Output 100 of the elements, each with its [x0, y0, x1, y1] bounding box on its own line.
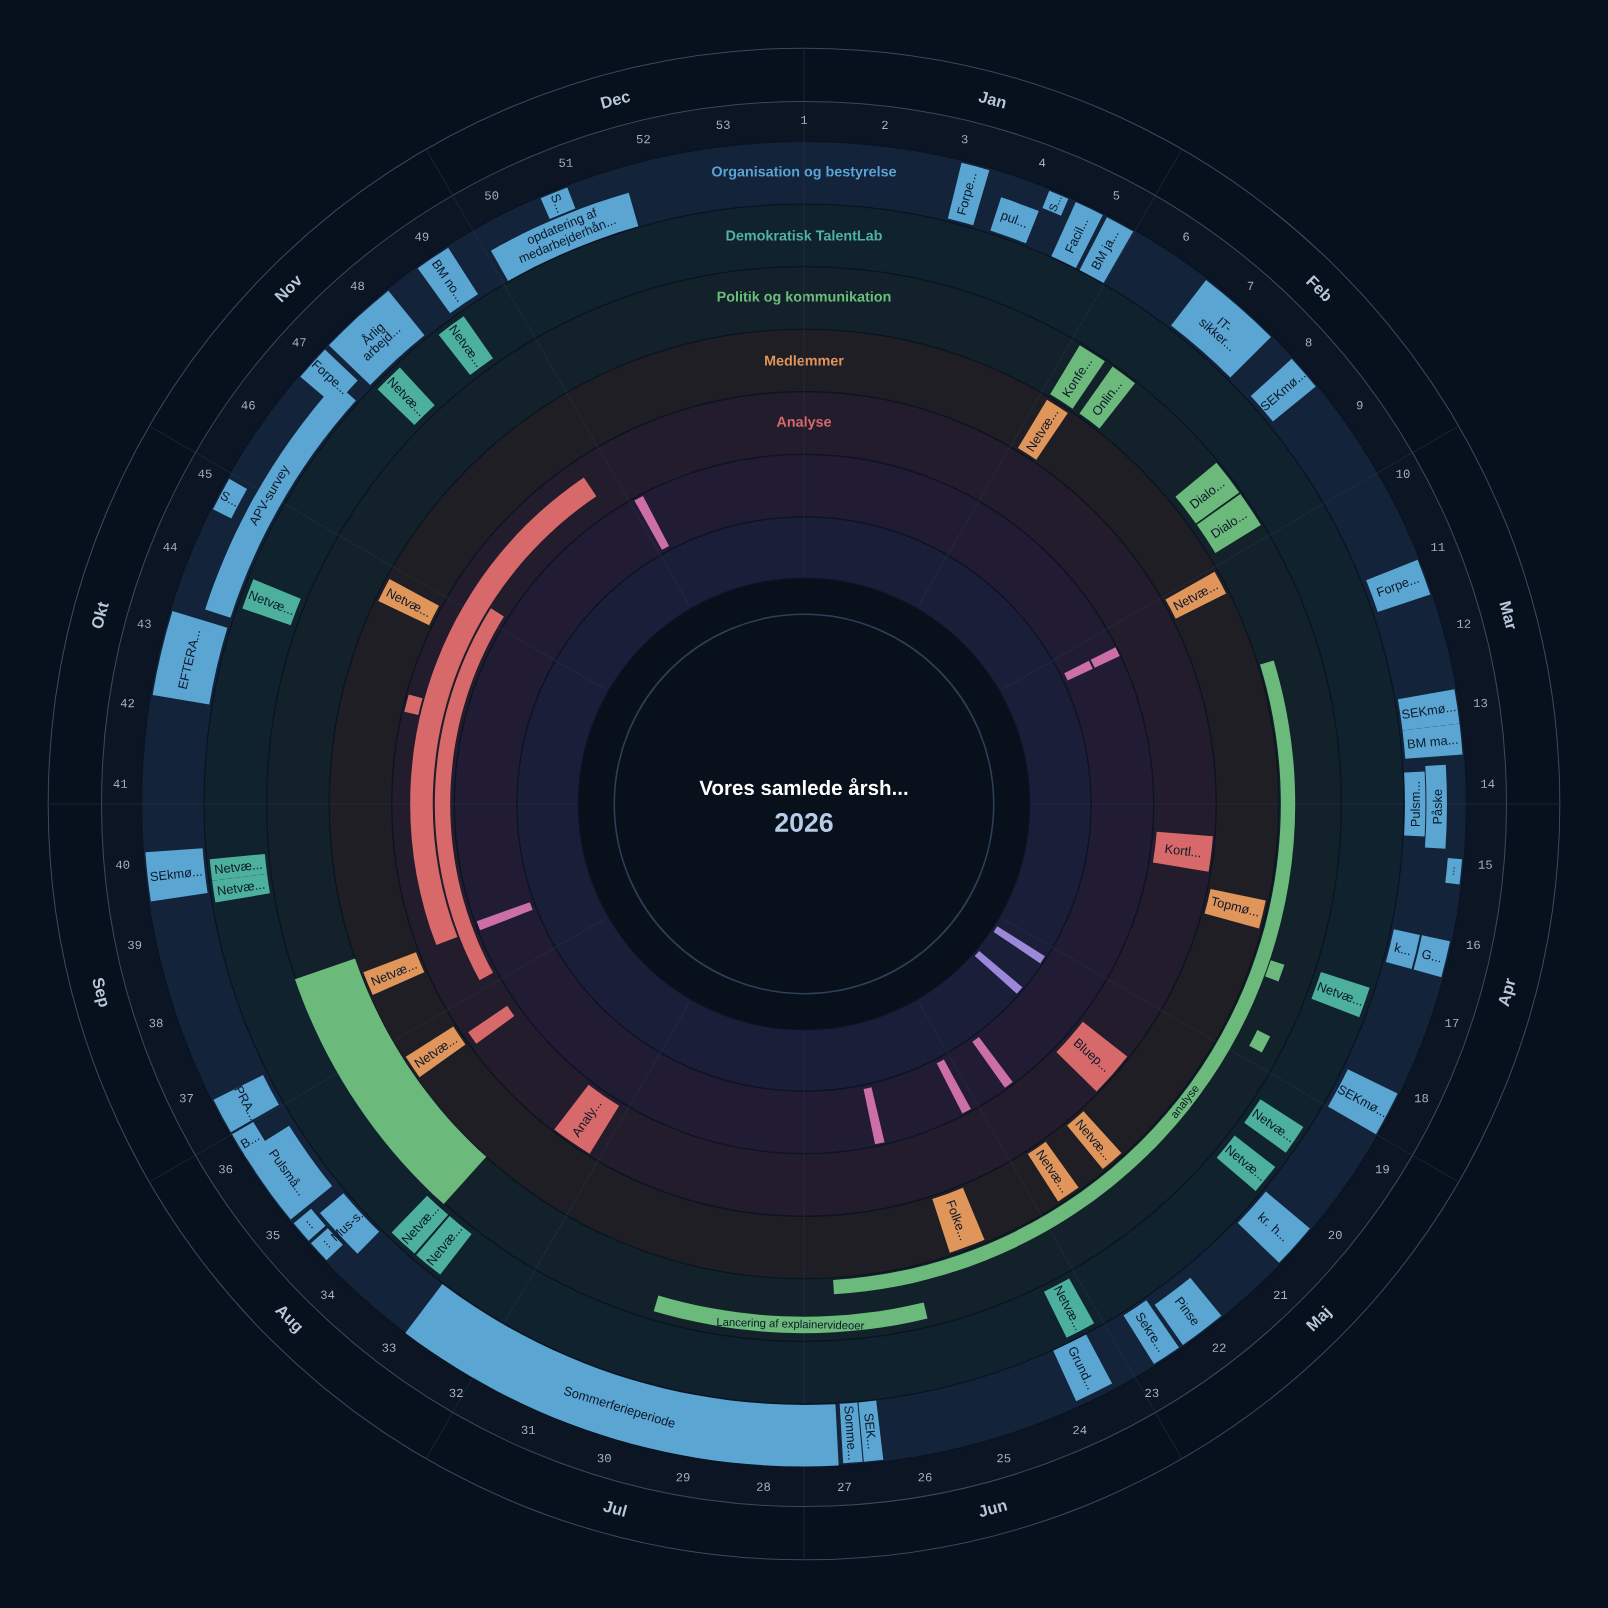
month-label: Apr	[1498, 978, 1516, 1007]
event-block: pul...	[990, 197, 1039, 244]
event-block: Forpe...	[1366, 559, 1431, 612]
week-number: 27	[838, 1482, 851, 1491]
event-block: Pulsm...	[1404, 771, 1426, 837]
month-label: Jan	[978, 91, 1006, 109]
event-block: S...	[213, 478, 248, 519]
node-label: BM ma...	[1407, 738, 1458, 749]
week-number: 47	[292, 338, 306, 347]
month-label: Okt	[92, 601, 109, 629]
month-label: Dec	[600, 93, 631, 109]
event-bar	[634, 495, 670, 550]
week-number: 16	[1466, 940, 1480, 950]
week-number: 6	[1183, 232, 1189, 241]
event-block: S...	[1042, 190, 1069, 216]
week-number: 2	[882, 120, 888, 129]
node-label: Netvæ...	[214, 863, 262, 874]
month-label: Sep	[92, 977, 108, 1007]
week-number: 22	[1212, 1343, 1226, 1352]
week-number: 42	[120, 698, 134, 708]
month-label: Mar	[1499, 600, 1516, 629]
event-block: Topmø...	[1204, 888, 1266, 929]
week-number: 31	[521, 1425, 536, 1435]
week-number: 9	[1356, 401, 1363, 410]
event-block: BM ma...	[1402, 723, 1463, 759]
week-number: 28	[757, 1482, 771, 1491]
event-bar	[435, 608, 504, 981]
week-number: 12	[1457, 619, 1471, 628]
month-label: Feb	[1305, 275, 1331, 302]
month-label: Jun	[979, 1502, 1008, 1517]
event-block	[1249, 1030, 1271, 1053]
event-bar	[974, 951, 1023, 994]
event-block: B...	[232, 1121, 268, 1159]
node-label: SEK...	[864, 1413, 876, 1449]
event-block: G...	[1413, 935, 1450, 978]
week-number: 1	[801, 115, 808, 125]
event-bar	[863, 1087, 885, 1145]
week-number: 35	[266, 1230, 280, 1240]
event-bar	[1064, 660, 1093, 681]
event-block: SEKmø...	[1397, 689, 1460, 731]
node-label: Netvæ...	[217, 883, 265, 896]
week-number: 44	[163, 542, 177, 551]
event-block: kr. h...	[1237, 1191, 1310, 1263]
week-number: 4	[1039, 158, 1046, 167]
week-number: 46	[241, 401, 255, 410]
month-label: Maj	[1305, 1305, 1333, 1332]
event-bar	[993, 926, 1045, 964]
week-number: 36	[219, 1164, 233, 1174]
week-number: 40	[115, 860, 130, 869]
week-number: 53	[716, 120, 730, 129]
week-number: 7	[1247, 281, 1254, 290]
node-label: ...	[306, 1221, 313, 1229]
node-label: Somme...	[844, 1406, 855, 1460]
event-bar	[476, 902, 533, 931]
week-number: 14	[1481, 779, 1495, 788]
week-number: 39	[128, 940, 142, 950]
event-block: Netvæ...	[363, 952, 425, 996]
week-number: 11	[1431, 542, 1445, 551]
event-block: ...	[293, 1208, 326, 1241]
week-number: 24	[1073, 1425, 1087, 1435]
week-number: 32	[449, 1388, 463, 1398]
week-number: 51	[559, 158, 573, 167]
week-number: 41	[113, 779, 128, 788]
event-block: Kortl...	[1152, 831, 1213, 872]
node-label: ...	[323, 1240, 331, 1248]
event-block: Somme...	[839, 1402, 863, 1464]
week-number: 25	[997, 1454, 1011, 1463]
week-number: 19	[1375, 1164, 1389, 1174]
week-number: 20	[1328, 1230, 1342, 1240]
node-label: SEKmø...	[1402, 705, 1456, 719]
event-bar	[972, 1036, 1013, 1088]
week-number: 23	[1145, 1388, 1159, 1398]
event-block	[1265, 960, 1285, 982]
week-number: 26	[918, 1473, 932, 1482]
event-block: Folke...	[932, 1187, 985, 1253]
event-block: Netvæ...	[209, 854, 268, 881]
event-block: SEK...	[858, 1400, 884, 1462]
week-number: 8	[1305, 338, 1312, 347]
event-bar	[468, 1005, 515, 1044]
event-block	[404, 694, 423, 715]
event-block: Forpe...	[947, 162, 990, 226]
event-block: Lancering af explainervideoer	[653, 1295, 928, 1334]
event-block: SEkmø...	[145, 848, 208, 902]
event-bar	[1090, 647, 1120, 668]
month-label: Jul	[603, 1500, 628, 1517]
week-number: 34	[320, 1290, 335, 1299]
event-block: ...	[1445, 858, 1463, 885]
week-number: 17	[1445, 1019, 1459, 1028]
week-number: 38	[149, 1018, 163, 1028]
week-number: 5	[1113, 191, 1120, 200]
week-number: 13	[1474, 698, 1488, 708]
event-block: k...	[1385, 929, 1420, 970]
node-label: Pulsm...	[1410, 782, 1420, 827]
week-number: 18	[1415, 1094, 1429, 1103]
week-number: 30	[597, 1454, 611, 1463]
event-block: Netvæ...	[212, 873, 270, 903]
event-block: S...	[540, 187, 576, 220]
week-number: 37	[179, 1094, 193, 1103]
event-bar	[936, 1059, 971, 1114]
node-label: B...	[240, 1138, 260, 1149]
